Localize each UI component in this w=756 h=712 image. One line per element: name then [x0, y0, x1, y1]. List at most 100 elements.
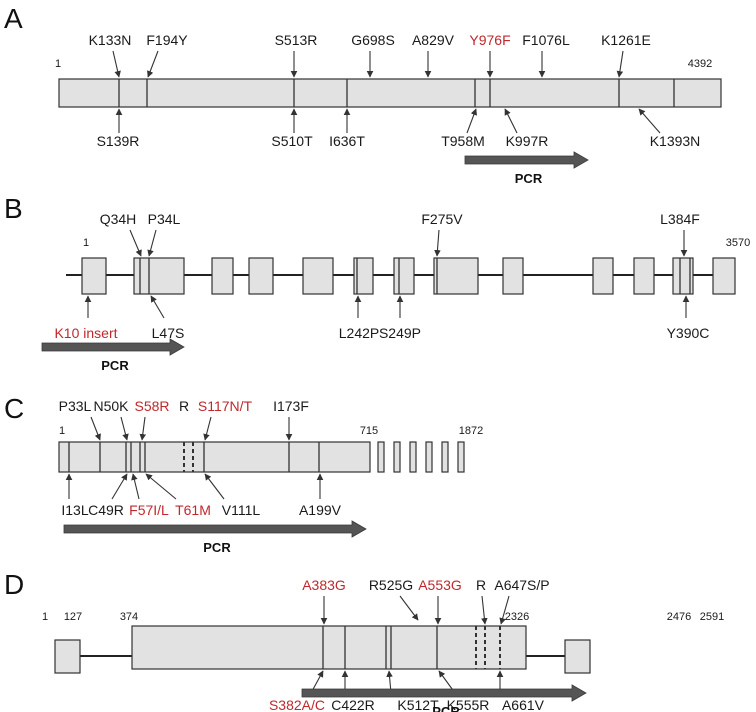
- coordinate-label: 1: [42, 611, 48, 623]
- mutation-label: P34L: [148, 211, 181, 227]
- mutation-label: N50K: [93, 398, 129, 414]
- mutation-label: S117N/T: [198, 398, 253, 414]
- exon-box: [433, 257, 479, 295]
- mutation-label: K512T: [397, 697, 439, 712]
- pcr-b-label: PCR: [101, 358, 129, 373]
- coordinate-label: 3570: [726, 237, 750, 249]
- exon-box: [712, 257, 736, 295]
- mutation-pointer-arrow: [638, 108, 661, 134]
- panel-label-d: D: [4, 569, 24, 600]
- exon-box: [302, 257, 334, 295]
- mutation-pointer-arrow: [120, 416, 129, 441]
- coordinate-label: 1: [59, 425, 65, 437]
- exon-box: [81, 257, 107, 295]
- coordinate-label: 2476: [667, 611, 691, 623]
- coordinate-label: 715: [360, 425, 378, 437]
- mutation-label: S139R: [97, 133, 140, 149]
- mutation-label: F57I/L: [129, 502, 169, 518]
- mutation-pointer-arrow: [147, 229, 157, 257]
- mutation-label: I173F: [273, 398, 309, 414]
- exon-box: [211, 257, 234, 295]
- mutation-pointer-arrow: [204, 473, 225, 500]
- mutation-pointer-arrow: [434, 229, 441, 257]
- mutation-pointer-arrow: [504, 108, 518, 134]
- pcr-c-arrow: [63, 520, 367, 538]
- mutation-pointer-arrow: [145, 473, 177, 500]
- mutation-label: A661V: [502, 697, 545, 712]
- exon-box-small: [457, 441, 465, 473]
- pcr-b-arrow: [41, 338, 185, 356]
- mutation-label: K133N: [89, 32, 132, 48]
- exon-box: [592, 257, 614, 295]
- mutation-pointer-arrow: [150, 295, 165, 319]
- mutation-label: I636T: [329, 133, 365, 149]
- exon-box: [502, 257, 524, 295]
- mutation-label: K997R: [506, 133, 549, 149]
- mutation-pointer-arrow: [90, 416, 101, 441]
- mutation-label: S58R: [134, 398, 169, 414]
- mutation-pointer-arrow: [616, 50, 624, 78]
- mutation-pointer-arrow: [139, 416, 147, 441]
- gene-bar-d: [131, 625, 527, 670]
- gene-bar-c: [58, 441, 371, 473]
- panel-label-a: A: [4, 3, 23, 34]
- mutation-label: A829V: [412, 32, 455, 48]
- mutation-pointer-arrow: [399, 595, 419, 621]
- exon-box: [564, 639, 591, 674]
- mutation-label: I13L: [61, 502, 88, 518]
- mutation-label: S513R: [275, 32, 318, 48]
- pcr-c-label: PCR: [203, 540, 231, 555]
- coordinate-label: 4392: [688, 58, 712, 70]
- mutation-label: R525G: [369, 577, 413, 593]
- exon-box: [393, 257, 415, 295]
- mutation-label: C49R: [88, 502, 124, 518]
- mutation-label: F275V: [421, 211, 463, 227]
- mutation-pointer-arrow: [112, 50, 121, 78]
- mutation-pointer-arrow: [111, 473, 128, 500]
- mutation-label: L242P: [339, 325, 379, 341]
- mutation-label: R: [179, 398, 189, 414]
- coordinate-label: 1872: [459, 425, 483, 437]
- exon-box: [133, 257, 185, 295]
- mutation-label: S510T: [271, 133, 313, 149]
- mutation-pointer-arrow: [499, 595, 510, 625]
- coordinate-label: 127: [64, 611, 82, 623]
- exon-box-small: [441, 441, 449, 473]
- mutation-pointer-arrow: [131, 473, 140, 500]
- coordinate-label: 374: [120, 611, 138, 623]
- mutation-label: K1261E: [601, 32, 651, 48]
- mutation-label: A383G: [302, 577, 346, 593]
- exon-box: [353, 257, 374, 295]
- mutation-pointer-arrow: [481, 595, 488, 625]
- mutation-label: T958M: [441, 133, 485, 149]
- mutation-label: A647S/P: [494, 577, 549, 593]
- mutation-label: S382A/C: [269, 697, 325, 712]
- mutation-label: G698S: [351, 32, 395, 48]
- mutation-label: A199V: [299, 502, 342, 518]
- gene-bar-a: [58, 78, 722, 108]
- exon-box-small: [409, 441, 417, 473]
- mutation-label: F1076L: [522, 32, 570, 48]
- panel-label-c: C: [4, 393, 24, 424]
- mutation-label: Y390C: [667, 325, 710, 341]
- mutation-label: C422R: [331, 697, 375, 712]
- coordinate-label: 1: [83, 237, 89, 249]
- mutation-label: L47S: [152, 325, 185, 341]
- mutation-label: Q34H: [100, 211, 137, 227]
- pcr-a-arrow: [464, 151, 589, 169]
- mutation-label: R: [476, 577, 486, 593]
- mutation-pointer-arrow: [147, 50, 159, 78]
- mutation-label: P33L: [59, 398, 92, 414]
- mutation-label: S249P: [379, 325, 421, 341]
- exon-box: [54, 639, 81, 674]
- exon-box: [633, 257, 655, 295]
- mutation-label: V111L: [222, 502, 261, 518]
- panel-label-b: B: [4, 193, 23, 224]
- mutation-label: L384F: [660, 211, 700, 227]
- pcr-d-label: PCR: [432, 704, 460, 712]
- mutation-label: F194Y: [146, 32, 188, 48]
- exon-box: [672, 257, 694, 295]
- mutation-pointer-arrow: [203, 416, 212, 441]
- mutation-label: A553G: [418, 577, 462, 593]
